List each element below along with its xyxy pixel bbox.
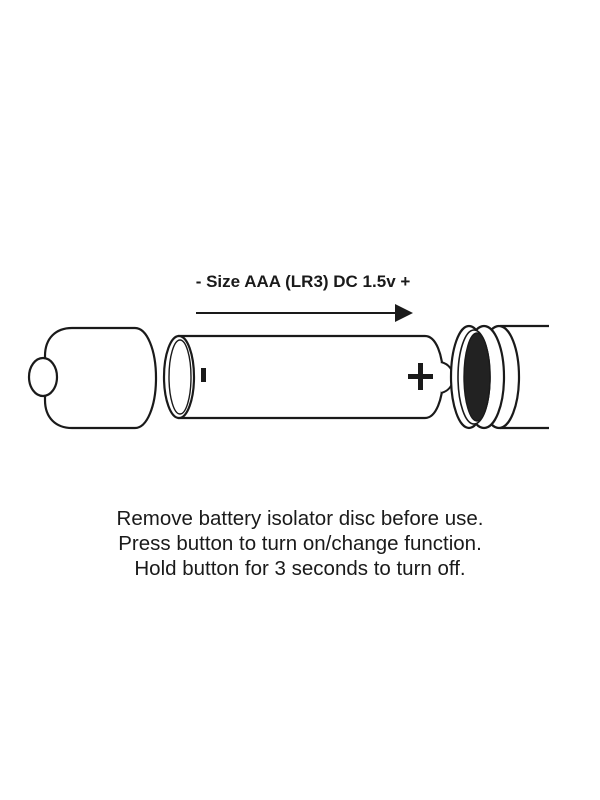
usage-instructions: Remove battery isolator disc before use.… [0, 506, 600, 581]
battery-size-label: - Size AAA (LR3) DC 1.5v + [195, 272, 411, 291]
bullet-body-icon [449, 324, 549, 430]
positive-terminal-mark [408, 363, 433, 390]
end-cap-icon [27, 326, 158, 430]
insertion-arrow [196, 304, 413, 322]
instruction-line-hold-button: Hold button for 3 seconds to turn off. [134, 557, 466, 580]
aaa-battery-icon [162, 334, 455, 420]
negative-terminal-mark [201, 368, 206, 382]
instruction-line-press-button: Press button to turn on/change function. [118, 532, 482, 555]
instruction-line-remove-isolator: Remove battery isolator disc before use. [116, 507, 484, 530]
